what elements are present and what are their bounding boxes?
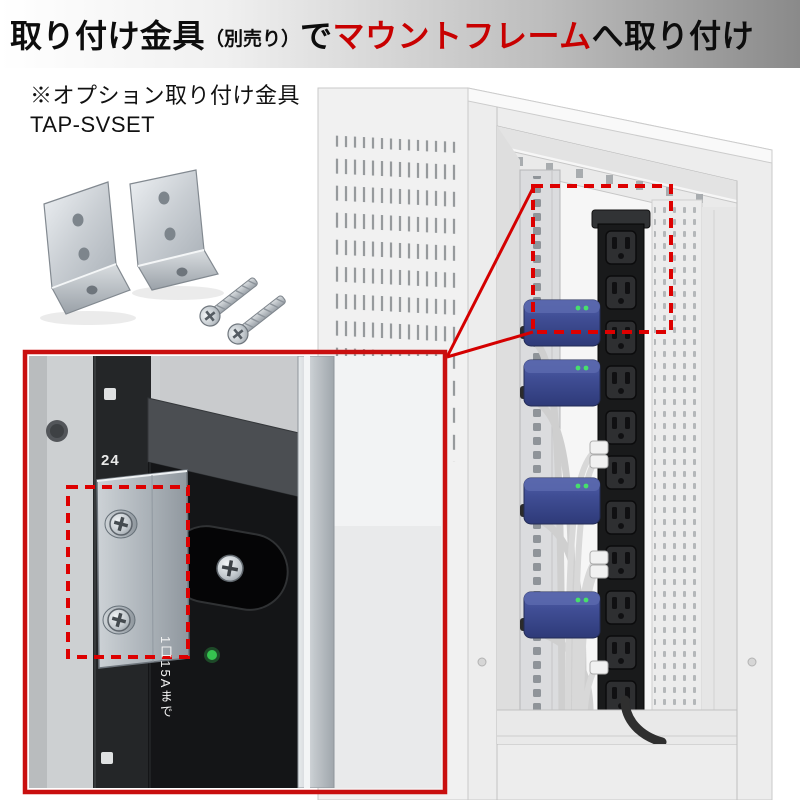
- callout-line-lower: [446, 330, 534, 359]
- callout-lines: [445, 187, 535, 359]
- cable-plugs: [589, 440, 609, 675]
- title-attach: へ取り付け: [591, 18, 755, 54]
- option-note: ※オプション取り付け金具 TAP-SVSET: [30, 82, 300, 139]
- option-note-line1: ※オプション取り付け金具: [30, 83, 301, 108]
- callout-line-upper: [445, 187, 535, 358]
- kit-screw-2: [227, 295, 286, 345]
- l-bracket-right: [129, 169, 219, 291]
- inset-red-border: [22, 349, 448, 795]
- title-bracket-kit: 取り付け金具: [10, 18, 206, 54]
- closeup-front-rail: [297, 356, 335, 788]
- power-adapters: [520, 299, 601, 639]
- status-led: [207, 650, 217, 660]
- bracket-screw-bottom: [102, 605, 136, 635]
- pdu-power-strip: [591, 209, 651, 744]
- title-connector-de: で: [300, 18, 333, 54]
- header-bar: 取り付け金具 （別売り） で マウントフレーム へ取り付け: [0, 0, 800, 68]
- bracket-kit-illustration: [40, 169, 286, 345]
- title-mount-frame: マウントフレーム: [332, 18, 592, 54]
- l-bracket-left: [43, 181, 131, 315]
- bracket-screw-top: [104, 509, 138, 539]
- closeup-inset-photo: [22, 349, 448, 795]
- title-sold-separately: （別売り）: [205, 28, 301, 50]
- rail-number-label: 24: [101, 452, 120, 469]
- option-note-line2: TAP-SVSET: [30, 111, 156, 137]
- mounting-bracket-plate: [96, 469, 190, 669]
- highlight-dashed-rect: [531, 184, 673, 334]
- closeup-dashed-rect: [66, 485, 190, 659]
- kit-screw-1: [199, 277, 258, 327]
- mount-frame-rail: [519, 169, 561, 744]
- pdu-capacity-label: 1口15Aまで: [158, 636, 173, 720]
- perforated-rail: [651, 199, 703, 744]
